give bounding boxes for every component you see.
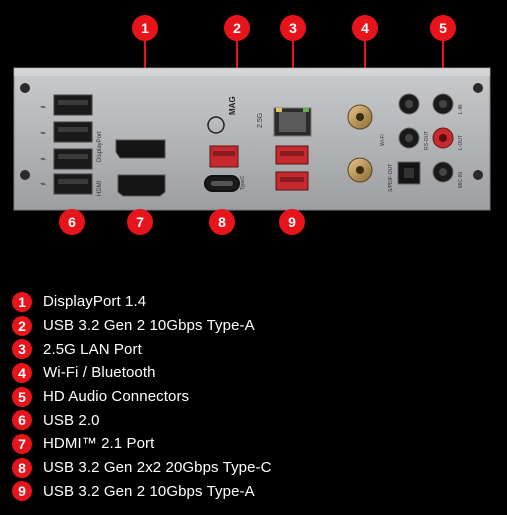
legend-badge: 7 [12, 433, 32, 454]
legend-item-usb-a-10g-rear: 9 USB 3.2 Gen 2 10Gbps Type-A [12, 480, 492, 504]
hdmi-label: HDMI [97, 180, 103, 196]
spdif-out-label: S/PDIF-OUT [388, 164, 394, 192]
port-legend: 1 DisplayPort 1.4 2 USB 3.2 Gen 2 10Gbps… [12, 290, 492, 503]
mag-logo: MAG [207, 96, 237, 134]
legend-item-hdmi: 7 HDMI™ 2.1 Port [12, 432, 492, 456]
callout-5 [430, 15, 456, 41]
legend-badge: 3 [12, 339, 32, 360]
typec-label: TypeC [240, 175, 246, 190]
legend-badge: 5 [12, 386, 32, 407]
usb-a-10g-port-2 [209, 145, 239, 168]
wifi-label: Wi-Fi [380, 134, 386, 146]
callout-3-number: 3 [289, 20, 297, 36]
callout-8 [209, 209, 235, 235]
rs-out-label: RS-OUT [424, 131, 430, 150]
brand-label: MAG [228, 96, 237, 115]
legend-label: HDMI™ 2.1 Port [43, 435, 155, 453]
wifi-antenna-connectors: Wi-Fi [347, 104, 386, 183]
callout-9 [279, 209, 305, 235]
legend-badge: 9 [12, 481, 32, 502]
lan-speed-label: 2.5G [257, 113, 264, 128]
svg-text:⌁: ⌁ [40, 154, 46, 165]
hdmi-connector: HDMI [97, 174, 166, 197]
legend-item-hd-audio: 5 HD Audio Connectors [12, 385, 492, 409]
svg-text:⌁: ⌁ [40, 102, 46, 113]
callout-6 [59, 209, 85, 235]
legend-label: DisplayPort 1.4 [43, 293, 147, 311]
svg-text:⌁: ⌁ [40, 179, 46, 190]
legend-label: USB 2.0 [43, 411, 100, 429]
callout-9-number: 9 [288, 214, 296, 230]
legend-badge: 6 [12, 410, 32, 431]
legend-item-lan: 3 2.5G LAN Port [12, 337, 492, 361]
mic-in-label: MIC-IN [458, 172, 464, 188]
legend-badge: 1 [12, 291, 32, 312]
audio-connectors: L-IN L-OUT RS-OUT MIC-IN S/PDIF-OUT [388, 93, 464, 192]
legend-item-usb-c: 8 USB 3.2 Gen 2x2 20Gbps Type-C [12, 456, 492, 480]
callout-2-number: 2 [233, 20, 241, 36]
legend-label: 2.5G LAN Port [43, 340, 142, 358]
legend-label: HD Audio Connectors [43, 388, 190, 406]
legend-item-usb-a-10g: 2 USB 3.2 Gen 2 10Gbps Type-A [12, 314, 492, 338]
displayport-connector: DisplayPort [97, 131, 166, 162]
legend-label: USB 3.2 Gen 2 10Gbps Type-A [43, 482, 255, 500]
lan-port: 2.5G [257, 107, 312, 137]
legend-badge: 2 [12, 315, 32, 336]
callout-badges: 1 2 3 4 5 6 7 8 9 [59, 15, 456, 235]
legend-item-displayport: 1 DisplayPort 1.4 [12, 290, 492, 314]
callout-4 [352, 15, 378, 41]
callout-5-number: 5 [439, 20, 447, 36]
legend-badge: 8 [12, 457, 32, 478]
displayport-label: DisplayPort [97, 131, 103, 162]
callout-4-number: 4 [361, 20, 369, 36]
callout-1 [132, 15, 158, 41]
legend-label: USB 3.2 Gen 2 10Gbps Type-A [43, 317, 255, 335]
legend-item-usb-2: 6 USB 2.0 [12, 408, 492, 432]
callout-6-number: 6 [68, 214, 76, 230]
line-in-label: L-IN [458, 104, 464, 114]
callout-1-number: 1 [141, 20, 149, 36]
svg-text:⌁: ⌁ [40, 128, 46, 139]
legend-label: Wi-Fi / Bluetooth [43, 364, 156, 382]
callout-2 [224, 15, 250, 41]
legend-badge: 4 [12, 362, 32, 383]
callout-7 [127, 209, 153, 235]
line-out-label: L-OUT [458, 135, 464, 150]
legend-label: USB 3.2 Gen 2x2 20Gbps Type-C [43, 459, 272, 477]
callout-8-number: 8 [218, 214, 226, 230]
usb-2-ports: ⌁ ⌁ ⌁ ⌁ [40, 94, 93, 195]
callout-7-number: 7 [136, 214, 144, 230]
legend-item-wifi-bluetooth: 4 Wi-Fi / Bluetooth [12, 361, 492, 385]
callout-3 [280, 15, 306, 41]
